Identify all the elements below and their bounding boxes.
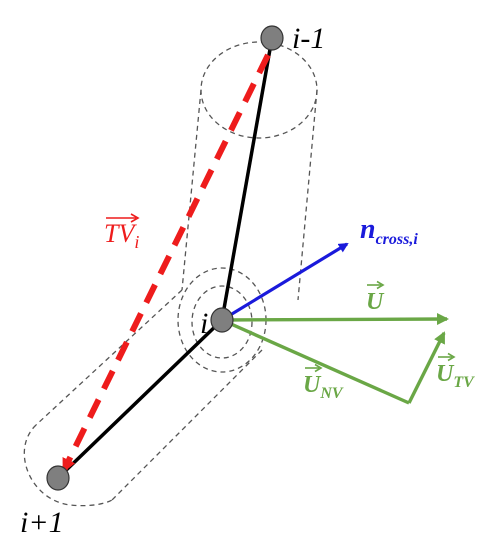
segment-i-to-i-plus-1 <box>56 318 224 480</box>
u-tv-label-base: U <box>436 361 455 387</box>
n-cross-label-base: n <box>360 214 376 245</box>
u-nv-label-sub: NV <box>319 385 344 402</box>
lower-cylinder <box>23 289 263 507</box>
svg-text:UNV: UNV <box>303 372 344 402</box>
upper-cylinder <box>181 41 318 301</box>
tv-label-sub: i <box>134 232 139 252</box>
n-cross-vector-arrow <box>221 242 349 322</box>
svg-text:TVi: TVi <box>104 219 139 252</box>
tv-label-base: TV <box>104 219 137 248</box>
upper-cylinder-top-cap <box>200 41 318 139</box>
upper-cylinder-left-edge <box>181 89 202 291</box>
u-label: U <box>366 280 385 315</box>
node-label-i: i <box>200 307 208 340</box>
n-cross-label-sub: cross,i <box>376 231 419 248</box>
svg-text:UTV: UTV <box>436 361 475 391</box>
node-label-i-plus-1: i+1 <box>20 506 64 539</box>
tv-vector-arrow <box>61 53 271 473</box>
node-i <box>210 307 234 333</box>
u-tv-vector-arrow <box>407 331 446 404</box>
segment-i-minus-1-to-i <box>220 37 274 321</box>
u-nv-vector-line <box>221 318 410 405</box>
lower-cylinder-upper-edge <box>35 289 183 426</box>
lower-cylinder-lower-edge <box>111 349 263 501</box>
u-vector-arrow <box>221 313 449 326</box>
node-i-plus-1 <box>46 465 70 491</box>
node-label-i-minus-1: i-1 <box>292 22 325 55</box>
tv-label: TVi <box>104 213 140 252</box>
lower-cylinder-end-cap <box>23 424 113 507</box>
upper-cylinder-right-edge <box>297 89 318 301</box>
tv-overarrow-head <box>130 213 140 223</box>
node-i-minus-1 <box>260 25 284 51</box>
u-tv-label: UTV <box>436 352 475 391</box>
u-nv-label-base: U <box>303 372 322 398</box>
u-tv-label-sub: TV <box>453 374 475 391</box>
n-cross-label: ncross,i <box>360 214 418 248</box>
u-nv-label: UNV <box>303 363 344 402</box>
joint-sphere-inner <box>191 285 253 359</box>
u-label-base: U <box>366 289 385 315</box>
